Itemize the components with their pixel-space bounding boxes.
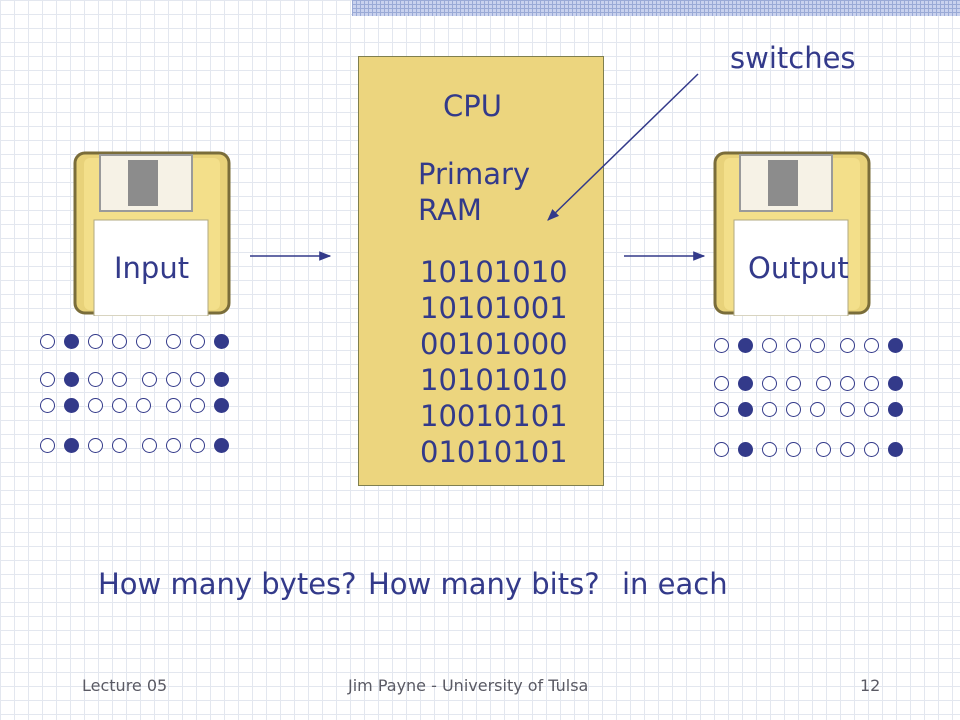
footer-lecture: Lecture 05 [82,676,168,695]
bit-dot-filled [214,438,229,453]
footer-author: Jim Payne - University of Tulsa [348,676,589,695]
bit-dot-empty [166,438,181,453]
bit-dot-empty [40,438,55,453]
bit-dot-empty [714,338,729,353]
ram-label: RAM [418,193,482,227]
bit-dot-filled [888,376,903,391]
input-label: Input [114,251,190,285]
bit-dot-empty [816,442,831,457]
floppy-disk-icon [713,151,871,316]
bit-dot-empty [88,438,103,453]
primary-label: Primary [418,157,531,191]
memory-byte: 10010101 [420,399,568,433]
bit-dot-empty [840,376,855,391]
bit-dot-empty [840,442,855,457]
bit-dot-empty [112,372,127,387]
bit-dot-empty [166,398,181,413]
bit-dot-empty [786,442,801,457]
bit-dot-empty [714,376,729,391]
memory-byte: 10101001 [420,291,568,325]
bit-dot-empty [786,376,801,391]
bit-dot-empty [40,398,55,413]
memory-byte: 10101010 [420,255,568,289]
cpu-label: CPU [443,89,502,123]
bit-dot-filled [738,442,753,457]
bit-dot-empty [762,402,777,417]
bit-dot-empty [112,398,127,413]
bit-dot-empty [190,334,205,349]
bit-dot-empty [190,438,205,453]
bit-dot-empty [112,438,127,453]
bit-dot-empty [136,398,151,413]
memory-bytes: 10101010 10101001 00101000 10101010 1001… [420,254,568,470]
bit-dot-empty [88,334,103,349]
bit-dot-filled [738,402,753,417]
bit-dot-filled [214,334,229,349]
primary-ram-label: Primary RAM [418,156,530,228]
bit-dot-empty [166,372,181,387]
bit-dot-filled [888,338,903,353]
bit-dot-empty [816,376,831,391]
bit-dot-filled [64,398,79,413]
bit-dot-filled [64,438,79,453]
bit-dot-filled [214,372,229,387]
bit-dot-filled [738,376,753,391]
memory-byte: 10101010 [420,363,568,397]
bit-dot-empty [714,402,729,417]
bit-dot-empty [762,338,777,353]
bit-dot-empty [864,338,879,353]
bit-dot-empty [112,334,127,349]
bit-dot-empty [864,442,879,457]
bit-dot-empty [190,372,205,387]
bit-dot-empty [40,372,55,387]
question-in-each: in each [622,567,728,601]
bit-dot-empty [190,398,205,413]
question-bytes: How many bytes? [98,567,357,601]
bit-dot-empty [840,338,855,353]
bit-dot-empty [714,442,729,457]
memory-byte: 00101000 [420,327,568,361]
floppy-disk-icon [73,151,231,316]
bit-dot-empty [786,338,801,353]
cpu-box [358,56,604,486]
bit-dot-empty [786,402,801,417]
bit-dot-empty [762,376,777,391]
bit-dot-filled [64,372,79,387]
switches-label: switches [730,41,856,75]
bit-dot-empty [864,376,879,391]
bit-dot-empty [88,372,103,387]
bit-dot-empty [810,338,825,353]
memory-byte: 01010101 [420,435,568,469]
bit-dot-filled [888,442,903,457]
bit-dot-empty [142,372,157,387]
page-number: 12 [860,676,881,695]
bit-dot-filled [738,338,753,353]
bit-dot-empty [840,402,855,417]
bit-dot-empty [136,334,151,349]
output-label: Output [748,251,849,285]
title-band [352,0,960,16]
bit-dot-filled [888,402,903,417]
bit-dot-filled [214,398,229,413]
bit-dot-empty [762,442,777,457]
bit-dot-empty [40,334,55,349]
bit-dot-empty [166,334,181,349]
bit-dot-empty [142,438,157,453]
bit-dot-empty [88,398,103,413]
bit-dot-empty [864,402,879,417]
bit-dot-filled [64,334,79,349]
question-bits: How many bits? [368,567,600,601]
bit-dot-empty [810,402,825,417]
